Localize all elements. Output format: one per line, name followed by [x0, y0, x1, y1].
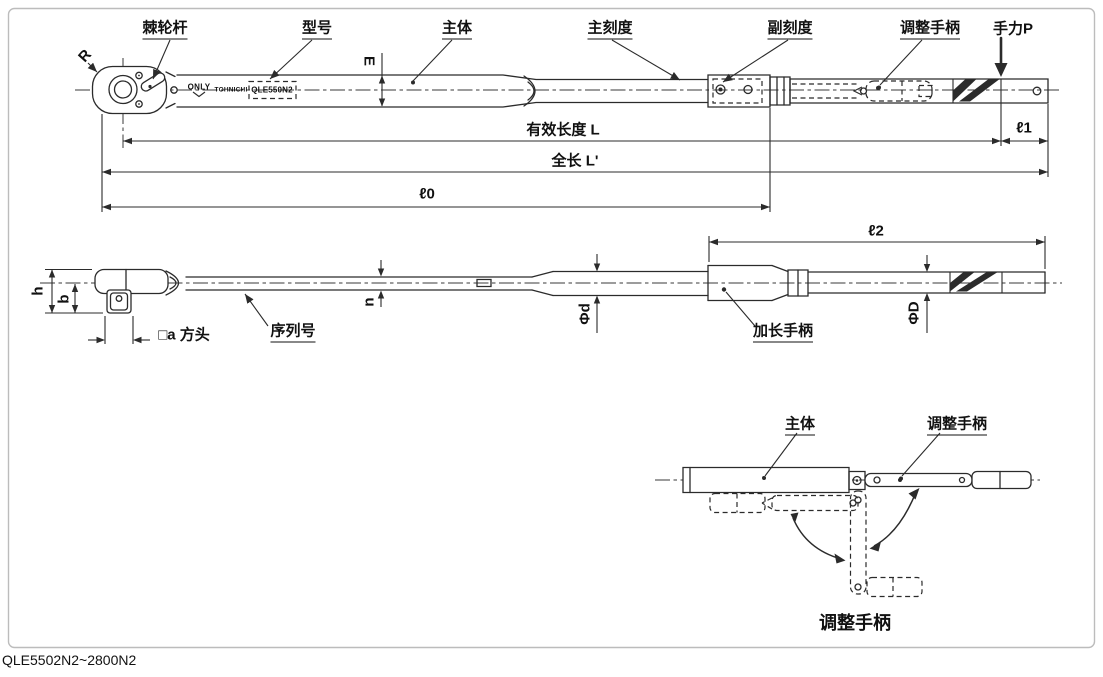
label-serial-number: 序列号 — [270, 320, 316, 343]
detail-caption: 调整手柄 — [819, 613, 891, 633]
label-model: 型号 — [301, 17, 333, 40]
label-extension-handle: 加长手柄 — [752, 320, 814, 343]
dim-h: h — [29, 286, 47, 296]
label-main-scale: 主刻度 — [587, 17, 633, 40]
top-view-drawing — [75, 38, 1062, 212]
dim-overall-length: 全长 L' — [551, 152, 599, 170]
detail-label-adjustment-handle: 调整手柄 — [926, 413, 988, 436]
dim-b: b — [55, 294, 73, 304]
label-ratchet-lever: 棘轮杆 — [142, 17, 188, 40]
label-adjustment-handle: 调整手柄 — [899, 17, 961, 40]
label-sub-scale: 副刻度 — [767, 17, 813, 40]
detail-label-main-body: 主体 — [784, 413, 816, 436]
marking-brand: TOHNICHI — [214, 86, 248, 94]
frame-border — [9, 9, 1095, 648]
dim-l0: ℓ0 — [419, 185, 435, 203]
dim-e: E — [360, 55, 378, 67]
dim-n: n — [360, 297, 378, 307]
dim-l1: ℓ1 — [1016, 119, 1032, 137]
model-range-caption: QLE5502N2~2800N2 — [2, 652, 137, 668]
side-view-drawing — [40, 236, 1062, 344]
detail-view-drawing — [655, 433, 1040, 597]
marking-model-number: QLE550N2 — [251, 85, 293, 95]
label-square-drive: □a 方头 — [158, 326, 210, 344]
dim-phi-d: Φd — [576, 303, 594, 325]
label-hand-force: 手力P — [992, 20, 1034, 38]
label-main-body: 主体 — [441, 17, 473, 40]
marking-only: ONLY — [187, 82, 211, 92]
dim-effective-length: 有效长度 L — [526, 121, 600, 139]
dim-phi-D: ΦD — [905, 301, 923, 325]
dim-l2: ℓ2 — [868, 222, 884, 240]
